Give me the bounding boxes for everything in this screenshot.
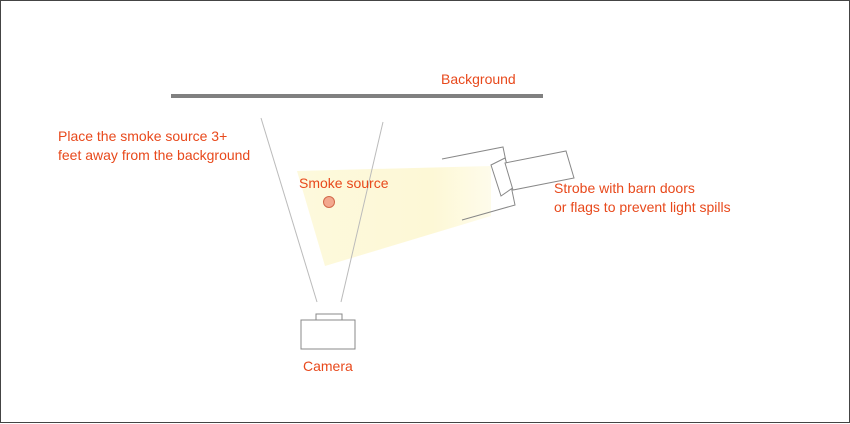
strobe-body <box>504 150 575 191</box>
camera-body <box>300 319 356 350</box>
smoke-source-dot <box>323 196 335 208</box>
camera-viewfinder <box>315 313 343 321</box>
smoke-distance-note-line-2: feet away from the background <box>58 147 251 163</box>
camera-label: Camera <box>303 358 353 374</box>
background-label: Background <box>441 71 516 87</box>
camera-sightline-right <box>340 121 384 303</box>
camera-sightline-left <box>260 117 318 303</box>
light-beam <box>297 166 491 266</box>
background-bar <box>171 94 543 98</box>
smoke-distance-note: Place the smoke source 3+ feet away from… <box>58 127 250 165</box>
smoke-distance-note-line-1: Place the smoke source 3+ <box>58 128 228 144</box>
smoke-source-label: Smoke source <box>299 175 389 191</box>
strobe-label: Strobe with barn doors or flags to preve… <box>554 179 731 217</box>
strobe-label-line-1: Strobe with barn doors <box>554 180 695 196</box>
strobe-label-line-2: or flags to prevent light spills <box>554 199 731 215</box>
